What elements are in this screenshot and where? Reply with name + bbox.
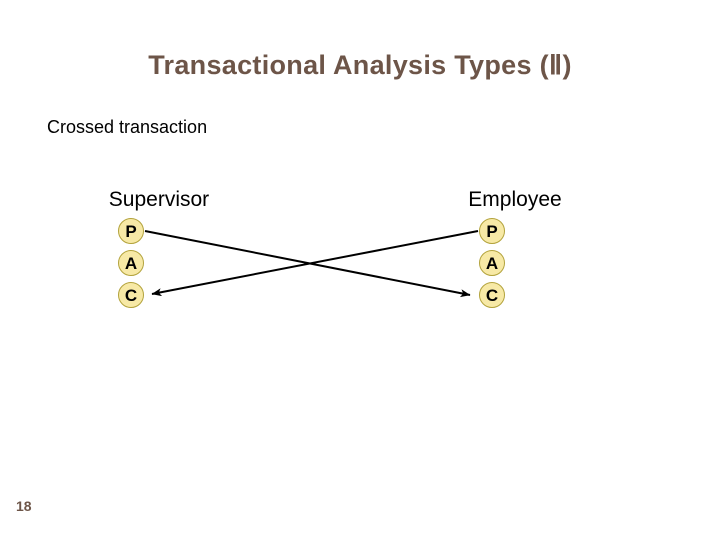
subtitle-label: Crossed transaction — [47, 117, 208, 137]
ego-state-employee-adult[interactable]: A — [479, 250, 505, 276]
column-label-supervisor: Supervisor — [108, 188, 210, 211]
column-label-employee: Employee — [468, 188, 562, 211]
page-number: 18 — [16, 498, 32, 514]
ego-state-supervisor-child[interactable]: C — [118, 282, 144, 308]
ego-state-supervisor-parent[interactable]: P — [118, 218, 144, 244]
arrow-employee-parent-to-supervisor-child — [151, 230, 479, 297]
ego-state-supervisor-adult[interactable]: A — [118, 250, 144, 276]
page-title: Transactional Analysis Types (Ⅱ) — [148, 50, 572, 80]
ego-state-employee-parent[interactable]: P — [479, 218, 505, 244]
ego-state-employee-child[interactable]: C — [479, 282, 505, 308]
arrow-supervisor-parent-to-employee-child — [144, 230, 471, 298]
